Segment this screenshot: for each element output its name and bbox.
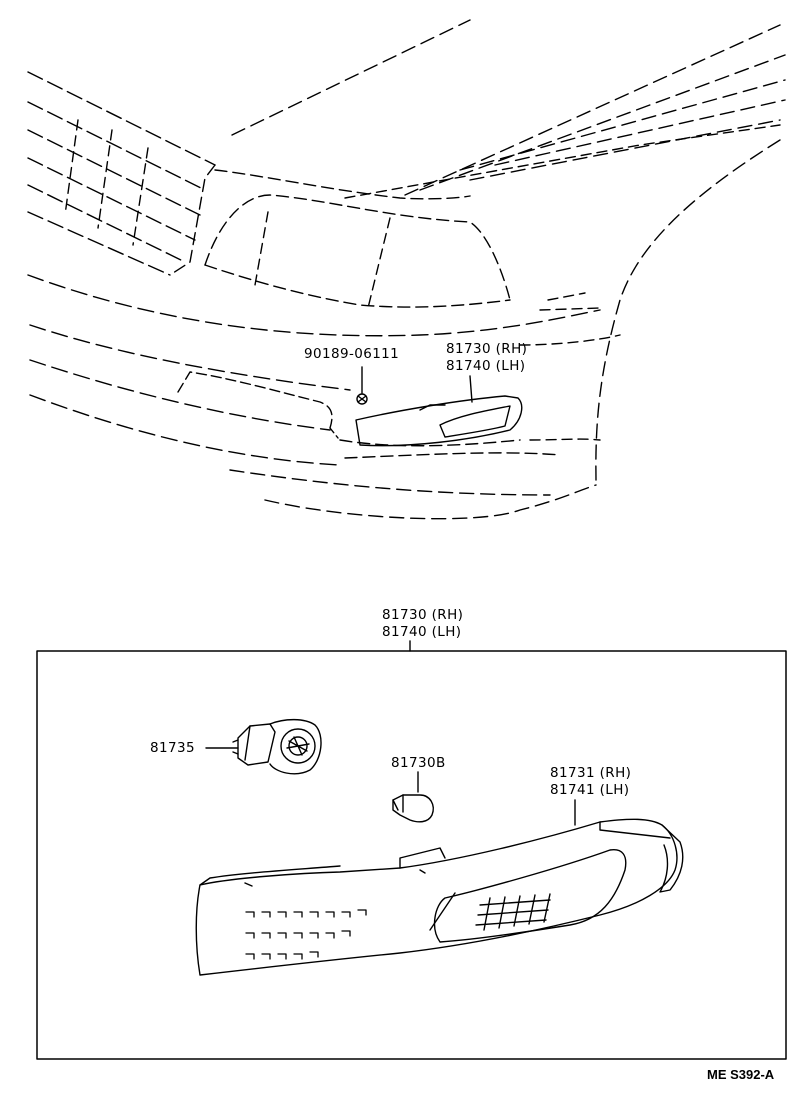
bulb-81730B	[393, 772, 433, 822]
lens-assy	[196, 800, 683, 975]
socket-81735	[206, 720, 321, 774]
label-lamp-box-lh: 81740 (LH)	[382, 624, 462, 640]
label-lens-rh: 81731 (RH)	[550, 765, 632, 781]
figure-code: ME S392-A	[707, 1067, 775, 1082]
label-bolt: 90189-06111	[304, 346, 400, 362]
label-socket: 81735	[150, 740, 195, 756]
leader-lamp-top	[470, 376, 472, 402]
label-lamp-box-rh: 81730 (RH)	[382, 607, 464, 623]
bolt-90189	[357, 367, 367, 404]
vehicle-front-outline	[28, 20, 785, 519]
label-bulb: 81730B	[391, 755, 446, 771]
label-lens-lh: 81741 (LH)	[550, 782, 630, 798]
lens-texture	[246, 910, 366, 959]
label-lamp-top-rh: 81730 (RH)	[446, 341, 528, 357]
exploded-view-frame	[37, 651, 786, 1059]
installed-lamp	[356, 396, 522, 446]
label-lamp-top-lh: 81740 (LH)	[446, 358, 526, 374]
